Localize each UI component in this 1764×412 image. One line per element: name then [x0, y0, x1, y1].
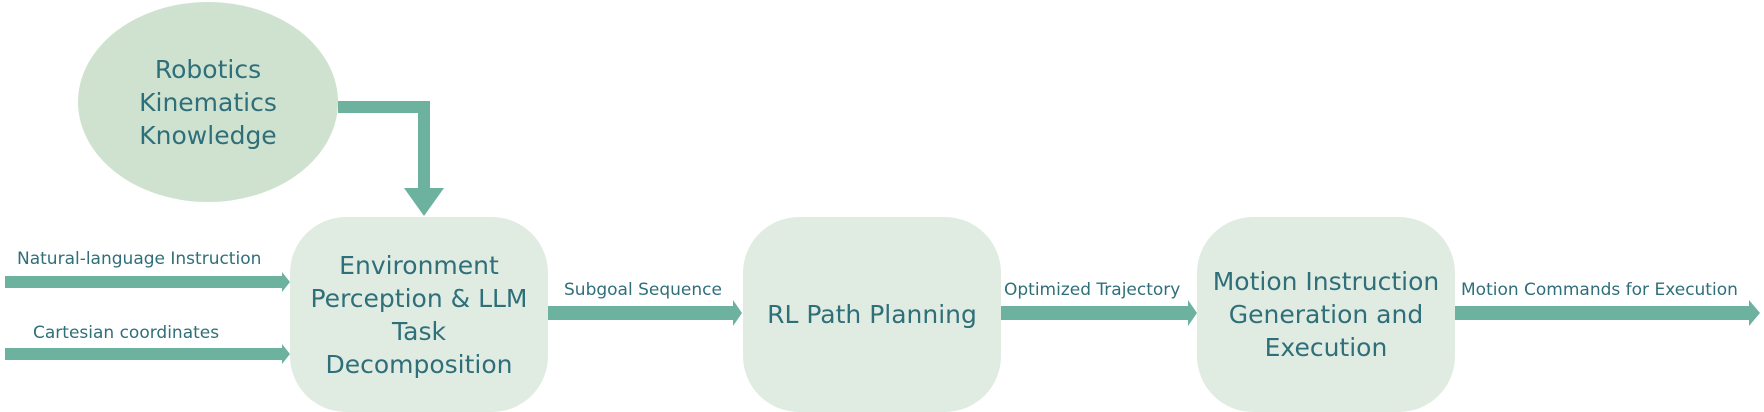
commands-label: Motion Commands for Execution — [1461, 280, 1738, 300]
knowledge-node: Robotics Kinematics Knowledge — [78, 2, 338, 202]
commands-output-arrow — [1455, 300, 1760, 326]
instruction-input-label: Natural-language Instruction — [17, 249, 262, 269]
subgoal-label: Subgoal Sequence — [564, 280, 722, 300]
perception-node: Environment Perception & LLM Task Decomp… — [290, 217, 548, 412]
knowledge-to-perception-arrow — [338, 101, 444, 216]
coordinates-input-label: Cartesian coordinates — [33, 323, 220, 343]
instruction-input-arrow — [5, 272, 290, 292]
perception-node-label: Environment Perception & LLM Task Decomp… — [310, 250, 528, 379]
coordinates-input-arrow — [5, 344, 290, 364]
trajectory-label: Optimized Trajectory — [1004, 280, 1181, 300]
motion-node: Motion Instruction Generation and Execut… — [1197, 217, 1455, 412]
subgoal-arrow — [547, 300, 742, 326]
motion-node-label: Motion Instruction Generation and Execut… — [1212, 267, 1440, 362]
planning-node: RL Path Planning — [743, 217, 1001, 412]
knowledge-node-label: Robotics Kinematics Knowledge — [139, 54, 277, 150]
planning-node-label: RL Path Planning — [767, 300, 977, 329]
trajectory-arrow — [1000, 300, 1197, 326]
